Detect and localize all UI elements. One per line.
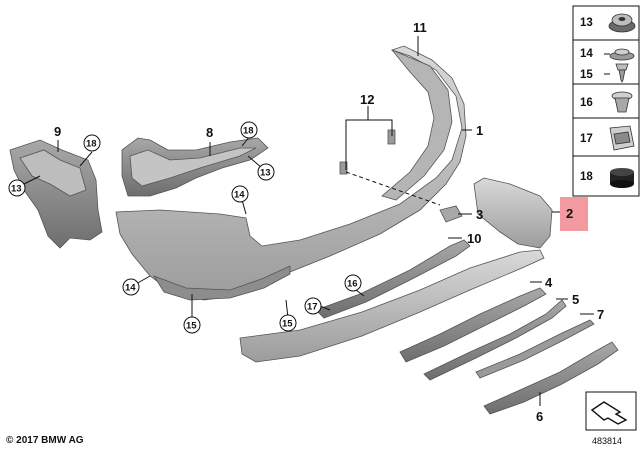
strip-part-10 — [315, 239, 471, 319]
callout-14b: 14 — [125, 283, 136, 294]
copyright-text: © 2017 BMW AG — [6, 435, 84, 446]
nut-icon — [608, 13, 636, 33]
highlight-box — [560, 197, 588, 231]
label-10: 10 — [467, 231, 481, 246]
trim-strip-part-4 — [399, 287, 547, 363]
label-2: 2 — [566, 206, 573, 221]
part-labels: 11 12 1 3 10 4 5 7 6 8 9 — [54, 20, 604, 424]
callout-17: 17 — [307, 302, 318, 313]
bracket-center-part-8 — [121, 137, 269, 197]
arrow-icon[interactable] — [585, 391, 637, 431]
callout-13a: 13 — [11, 184, 22, 195]
panel-label-15: 15 — [580, 69, 593, 81]
side-trim-part-2 — [473, 177, 553, 249]
callout-18a: 18 — [86, 139, 97, 150]
label-11: 11 — [413, 20, 427, 35]
trim-strip-part-5 — [423, 299, 567, 381]
panel-label-17: 17 — [580, 133, 593, 145]
callout-15b: 15 — [282, 319, 293, 330]
clip-icon — [609, 48, 635, 61]
label-5: 5 — [572, 292, 579, 307]
label-1: 1 — [476, 123, 483, 138]
grommet-icon — [610, 168, 634, 188]
label-8: 8 — [206, 125, 213, 140]
callout-13b: 13 — [260, 168, 271, 179]
panel-label-14: 14 — [580, 48, 593, 60]
label-6: 6 — [536, 409, 543, 424]
label-7: 7 — [597, 307, 604, 322]
clips-part-12 — [339, 129, 396, 175]
bumper-trim-part-1 — [115, 45, 467, 301]
callouts: 18 13 18 13 14 14 15 15 16 17 — [8, 121, 362, 334]
highlight-label-2[interactable]: 2 — [560, 197, 588, 231]
diagram-number: 483814 — [592, 436, 623, 446]
hardware-panel: 13 14 15 16 17 18 — [572, 5, 640, 197]
bracket-left-part-9 — [9, 139, 103, 249]
label-12: 12 — [360, 92, 374, 107]
callout-14a: 14 — [234, 190, 245, 201]
trim-strip-part-7 — [475, 319, 595, 379]
panel-label-16: 16 — [580, 97, 593, 109]
screw-icon — [615, 63, 629, 83]
lower-diffuser — [239, 249, 545, 363]
bracket-part-6 — [483, 341, 619, 415]
panel-label-13: 13 — [580, 17, 593, 29]
label-3: 3 — [476, 207, 483, 222]
callout-18b: 18 — [243, 126, 254, 137]
callout-15a: 15 — [186, 321, 197, 332]
label-4: 4 — [545, 275, 553, 290]
leader-lines — [23, 36, 594, 406]
label-9: 9 — [54, 124, 61, 139]
spring-clip-icon — [609, 125, 635, 151]
callout-16: 16 — [347, 279, 358, 290]
rivet-icon — [611, 91, 633, 113]
cover-part-3 — [439, 205, 463, 223]
panel-label-18: 18 — [580, 171, 593, 183]
